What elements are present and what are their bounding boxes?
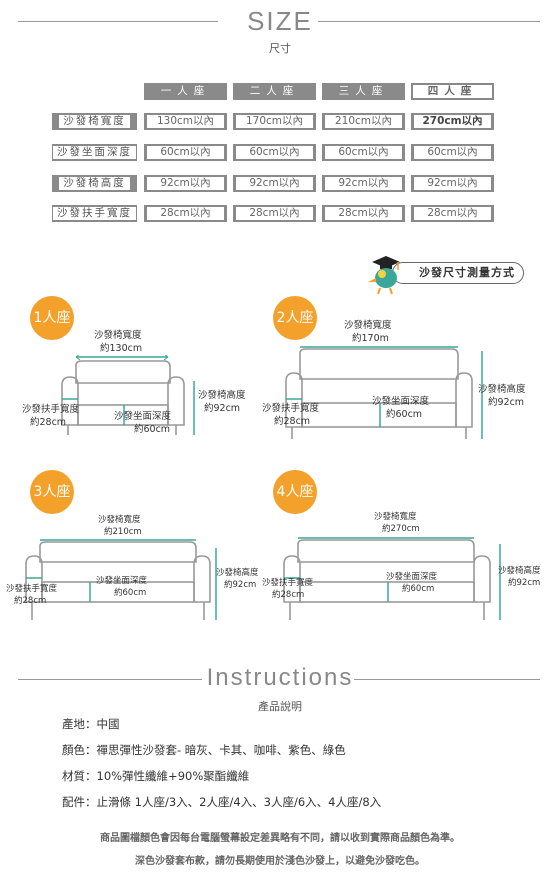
table-cell: 170cm以內	[233, 113, 316, 130]
table-cell: 60cm以內	[411, 144, 494, 161]
arm-label: 沙發扶手寬度	[22, 404, 80, 415]
arm-value: 約28cm	[274, 416, 311, 427]
table-cell: 28cm以內	[322, 205, 405, 222]
table-cell: 92cm以內	[233, 175, 316, 192]
depth-value: 約60cm	[134, 424, 171, 435]
depth-value: 約60cm	[386, 409, 423, 420]
table-header: 一人座	[144, 83, 227, 100]
height-value: 約92cm	[204, 403, 241, 414]
size-subtitle: 尺寸	[269, 42, 291, 55]
width-value: 約130cm	[100, 343, 143, 354]
divider-line	[354, 679, 540, 680]
sofa-1-drawing	[61, 355, 195, 435]
color-line: 顏色：禪思彈性沙發套- 暗灰、卡其、咖啡、紫色、綠色	[62, 743, 346, 757]
table-header: 四人座	[411, 83, 494, 100]
width-label: 沙發椅寬度	[94, 330, 142, 341]
instructions-title: Instructions	[206, 664, 354, 691]
table-cell: 60cm以內	[233, 144, 316, 161]
table-cell: 28cm以內	[233, 205, 316, 222]
graduate-bird-icon	[368, 256, 400, 295]
material-line: 材質：10%彈性纖維+90%聚酯纖維	[62, 769, 250, 783]
height-label: 沙發椅高度	[216, 568, 259, 578]
height-value: 約92cm	[488, 397, 525, 408]
arm-value: 約28cm	[14, 596, 47, 606]
arm-value: 約28cm	[272, 590, 305, 600]
table-header: 三人座	[322, 83, 405, 100]
arm-label: 沙發扶手寬度	[262, 403, 320, 414]
seat-badge-3: 3人座	[30, 470, 74, 514]
width-value: 約270cm	[382, 524, 420, 534]
table-cell: 28cm以內	[411, 205, 494, 222]
divider-line	[18, 21, 218, 22]
height-value: 約92cm	[508, 578, 541, 588]
sofa-4-drawing	[283, 537, 501, 620]
depth-label: 沙發坐面深度	[114, 411, 172, 422]
divider-line	[318, 21, 540, 22]
height-value: 約92cm	[224, 580, 257, 590]
divider-line	[18, 679, 202, 680]
arm-label: 沙發扶手寬度	[262, 578, 314, 588]
height-label: 沙發椅高度	[478, 384, 526, 395]
table-cell: 130cm以內	[144, 113, 227, 130]
origin-line: 產地：中國	[62, 717, 120, 731]
width-value: 約210cm	[104, 527, 142, 537]
depth-value: 約60cm	[114, 588, 147, 598]
table-cell: 60cm以內	[144, 144, 227, 161]
width-value: 約170m	[352, 333, 389, 344]
height-label: 沙發椅高度	[198, 390, 246, 401]
dye-warning: 深色沙發套布款，請勿長期使用於淺色沙發上，以避免沙發吃色。	[135, 856, 425, 867]
table-cell: 92cm以內	[144, 175, 227, 192]
depth-label: 沙發坐面深度	[386, 572, 438, 582]
arm-label: 沙發扶手寬度	[6, 584, 58, 594]
table-cell: 92cm以內	[322, 175, 405, 192]
accessory-line: 配件：止滑條 1人座/3入、2人座/4入、3人座/6入、4人座/8入	[62, 795, 382, 809]
table-row-label: 沙發坐面深度	[52, 144, 137, 161]
seat-badge-1: 1人座	[30, 296, 74, 340]
table-cell: 60cm以內	[322, 144, 405, 161]
depth-label: 沙發坐面深度	[372, 396, 430, 407]
sofa-2-drawing	[285, 346, 483, 439]
table-row-label: 沙發椅高度	[52, 175, 137, 192]
table-header: 二人座	[233, 83, 316, 100]
table-cell: 210cm以內	[322, 113, 405, 130]
measure-method-badge: 沙發尺寸測量方式	[392, 262, 524, 284]
width-label: 沙發椅寬度	[374, 512, 417, 522]
depth-value: 約60cm	[402, 584, 435, 594]
table-cell: 270cm以內	[411, 113, 494, 130]
arm-value: 約28cm	[30, 417, 67, 428]
height-label: 沙發椅高度	[498, 566, 541, 576]
size-title: SIZE	[247, 6, 313, 36]
instructions-subtitle: 產品說明	[258, 700, 302, 713]
seat-badge-2: 2人座	[273, 296, 317, 340]
depth-label: 沙發坐面深度	[96, 576, 148, 586]
seat-badge-4: 4人座	[273, 470, 317, 514]
table-row-label: 沙發扶手寬度	[52, 205, 137, 222]
sofa-3-drawing	[25, 539, 217, 620]
width-label: 沙發椅寬度	[98, 515, 141, 525]
table-row-label: 沙發椅寬度	[52, 113, 137, 130]
color-disclaimer: 商品圖檔顏色會因每台電腦螢幕設定差異略有不同，請以收到實際商品顏色為準。	[100, 833, 460, 844]
table-cell: 92cm以內	[411, 175, 494, 192]
width-label: 沙發椅寬度	[344, 320, 392, 331]
table-cell: 28cm以內	[144, 205, 227, 222]
